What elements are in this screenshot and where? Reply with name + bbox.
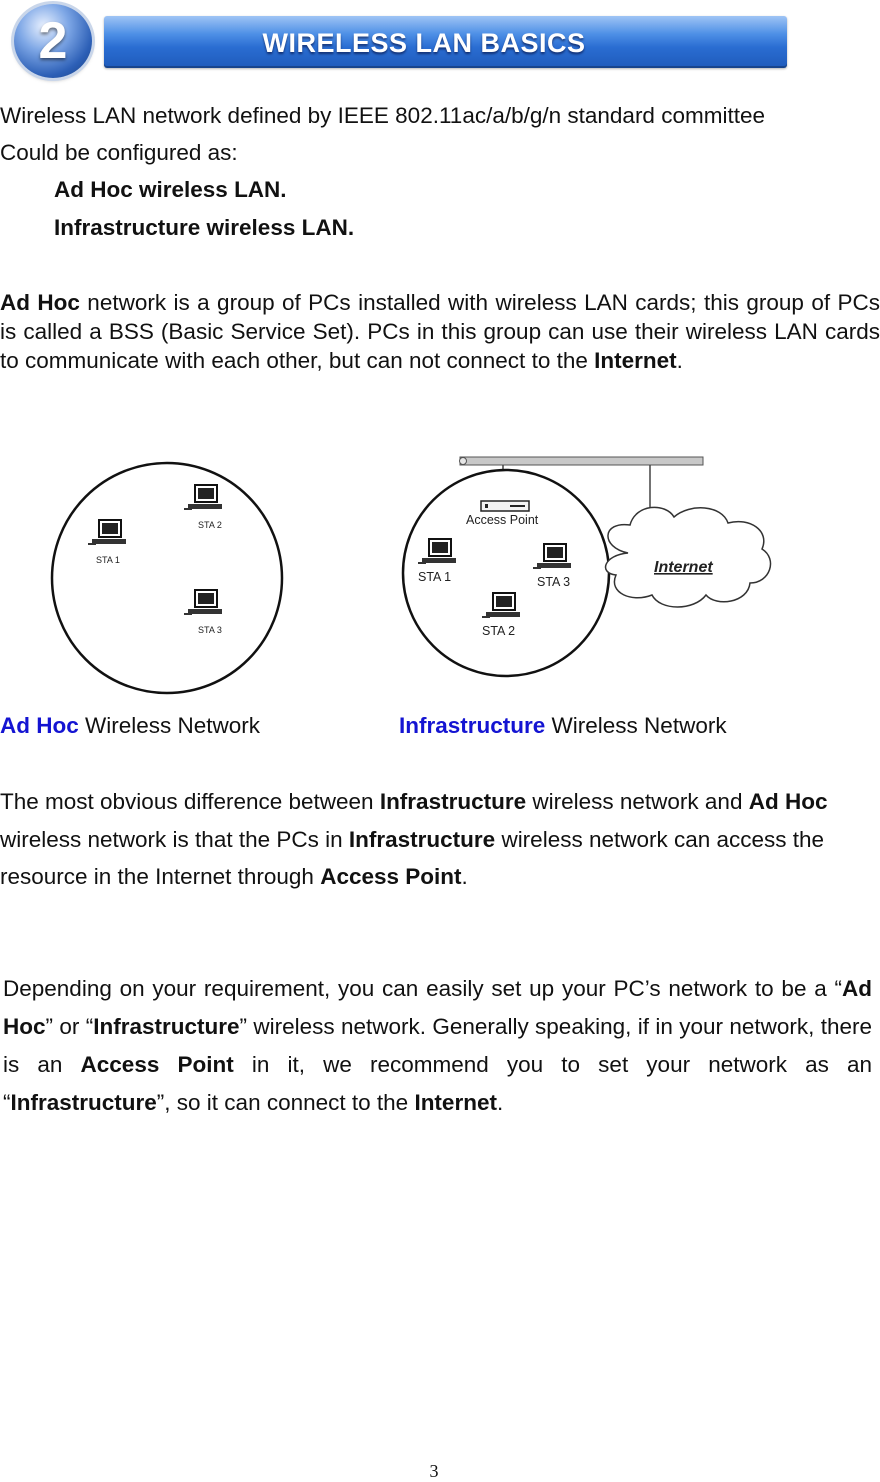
- adhoc-text-end: .: [676, 348, 683, 373]
- difference-paragraph: The most obvious difference between Infr…: [0, 783, 875, 896]
- config-item-infrastructure: Infrastructure wireless LAN.: [54, 215, 355, 240]
- recommendation-paragraph: Depending on your requirement, you can e…: [3, 970, 872, 1122]
- config-item-adhoc: Ad Hoc wireless LAN.: [54, 177, 287, 202]
- rec-text-5: ”, so it can connect to the: [156, 1090, 415, 1115]
- network-diagram: STA 1 STA 2 STA 3 Access Point STA 1 STA…: [50, 456, 772, 695]
- rec-text-6: .: [496, 1090, 504, 1115]
- diff-term-1: Infrastructure: [379, 789, 527, 814]
- adhoc-description: Ad Hoc network is a group of PCs install…: [0, 288, 880, 375]
- diff-term-2: Ad Hoc: [748, 789, 828, 814]
- infrastructure-caption-term: Infrastructure: [399, 713, 546, 738]
- adhoc-sta-label-2: STA 2: [198, 520, 222, 530]
- rec-text-4: in it, we recommend you to set your netw…: [3, 1052, 873, 1115]
- intro-line-1: Wireless LAN network defined by IEEE 802…: [0, 103, 765, 128]
- infrastructure-caption: Infrastructure Wireless Network: [399, 707, 879, 745]
- chapter-number: 2: [38, 12, 68, 70]
- chapter-badge: [14, 4, 92, 78]
- page-number: 3: [429, 1461, 439, 1481]
- adhoc-sta-label-3: STA 3: [198, 625, 222, 635]
- diff-term-3: Infrastructure: [348, 826, 496, 852]
- rec-term-1: Ad Hoc: [3, 976, 872, 1039]
- rec-term-2: Infrastructure: [93, 1014, 240, 1039]
- access-point-label: Access Point: [466, 513, 539, 527]
- diff-term-4: Access Point: [320, 864, 462, 889]
- internet-term: Internet: [594, 348, 677, 373]
- chapter-title: WIRELESS LAN BASICS: [262, 28, 586, 58]
- infra-sta-label-2: STA 2: [482, 624, 515, 638]
- diff-text-5: .: [461, 864, 468, 889]
- rec-term-3: Access Point: [80, 1052, 234, 1077]
- adhoc-term: Ad Hoc: [0, 290, 80, 315]
- rec-text-3: ” wireless network. Generally speaking, …: [3, 1014, 872, 1077]
- diff-text-3: wireless network is that the PCs in: [0, 826, 349, 852]
- access-point-icon: [480, 500, 530, 512]
- adhoc-caption: Ad Hoc Wireless Network: [0, 707, 380, 745]
- diff-text-2: wireless network and: [526, 789, 749, 814]
- adhoc-sta-label-1: STA 1: [96, 555, 120, 565]
- adhoc-caption-text: Wireless Network: [78, 713, 261, 738]
- adhoc-text: network is a group of PCs installed with…: [0, 290, 880, 373]
- rec-text-2: ” or “: [45, 1014, 94, 1039]
- internet-cloud-icon: [604, 506, 772, 608]
- ethernet-backbone: [459, 456, 704, 466]
- infra-sta-label-1: STA 1: [418, 570, 451, 584]
- diff-text-4: wireless network can access the resource…: [0, 826, 825, 890]
- rec-term-4: Infrastructure: [10, 1090, 157, 1115]
- rec-term-5: Internet: [414, 1090, 497, 1115]
- infra-sta-label-3: STA 3: [537, 575, 570, 589]
- diff-text-1: The most obvious difference between: [0, 789, 380, 814]
- adhoc-bss-circle: [50, 461, 284, 695]
- rec-text-1: Depending on your requirement, you can e…: [3, 976, 842, 1001]
- chapter-banner: [104, 16, 787, 68]
- infrastructure-caption-text: Wireless Network: [545, 713, 727, 738]
- adhoc-caption-term: Ad Hoc: [0, 713, 79, 738]
- internet-cloud-label: Internet: [654, 559, 713, 576]
- intro-line-2: Could be configured as:: [0, 140, 238, 165]
